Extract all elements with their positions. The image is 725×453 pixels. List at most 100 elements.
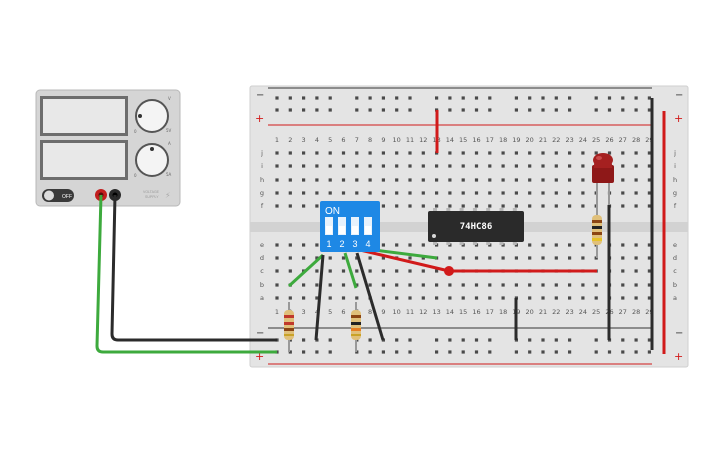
terminal-hole[interactable]	[528, 204, 532, 208]
terminal-hole[interactable]	[341, 151, 346, 155]
terminal-hole[interactable]	[528, 243, 532, 247]
terminal-hole[interactable]	[647, 164, 651, 168]
rail-hole[interactable]	[395, 96, 399, 100]
power-supply[interactable]: V 5V 0 A 5A 0 OFF VOLTAGE SUPPLY ⚡	[35, 89, 181, 207]
rail-hole[interactable]	[568, 338, 572, 342]
rail-hole[interactable]	[435, 96, 439, 100]
rail-hole[interactable]	[288, 96, 292, 100]
terminal-hole[interactable]	[647, 256, 651, 260]
rail-hole[interactable]	[461, 108, 465, 112]
terminal-hole[interactable]	[408, 191, 412, 195]
terminal-hole[interactable]	[634, 204, 638, 208]
terminal-hole[interactable]	[408, 204, 412, 208]
rail-hole[interactable]	[647, 338, 651, 342]
terminal-hole[interactable]	[341, 256, 346, 260]
terminal-hole[interactable]	[355, 296, 359, 300]
terminal-hole[interactable]	[448, 164, 452, 168]
rail-hole[interactable]	[275, 108, 279, 112]
rail-hole[interactable]	[647, 108, 651, 112]
terminal-hole[interactable]	[647, 178, 651, 182]
rail-hole[interactable]	[634, 108, 638, 112]
terminal-hole[interactable]	[474, 283, 479, 287]
terminal-hole[interactable]	[381, 164, 385, 168]
terminal-hole[interactable]	[541, 151, 545, 155]
terminal-hole[interactable]	[634, 256, 638, 260]
terminal-hole[interactable]	[395, 283, 399, 287]
terminal-hole[interactable]	[514, 191, 518, 195]
terminal-hole[interactable]	[355, 283, 359, 287]
terminal-hole[interactable]	[395, 178, 399, 182]
terminal-hole[interactable]	[474, 178, 479, 182]
terminal-hole[interactable]	[355, 269, 359, 273]
rail-hole[interactable]	[302, 350, 306, 354]
terminal-hole[interactable]	[621, 164, 625, 168]
terminal-hole[interactable]	[621, 296, 625, 300]
terminal-hole[interactable]	[581, 296, 585, 300]
terminal-hole[interactable]	[275, 256, 279, 260]
rail-hole[interactable]	[594, 96, 598, 100]
rail-hole[interactable]	[315, 96, 319, 100]
rail-hole[interactable]	[328, 108, 332, 112]
terminal-hole[interactable]	[528, 191, 532, 195]
wires[interactable]	[95, 98, 666, 354]
terminal-hole[interactable]	[581, 256, 585, 260]
resistor-3[interactable]	[592, 205, 602, 258]
rail-hole[interactable]	[381, 108, 385, 112]
terminal-hole[interactable]	[341, 178, 346, 182]
terminal-hole[interactable]	[634, 283, 638, 287]
terminal-hole[interactable]	[355, 151, 359, 155]
rail-hole[interactable]	[288, 108, 292, 112]
terminal-hole[interactable]	[621, 178, 625, 182]
terminal-hole[interactable]	[581, 243, 585, 247]
terminal-hole[interactable]	[634, 243, 638, 247]
terminal-hole[interactable]	[288, 296, 292, 300]
terminal-hole[interactable]	[275, 296, 279, 300]
terminal-hole[interactable]	[501, 283, 505, 287]
terminal-hole[interactable]	[488, 296, 492, 300]
rail-hole[interactable]	[568, 96, 572, 100]
terminal-hole[interactable]	[368, 256, 372, 260]
rail-hole[interactable]	[461, 96, 465, 100]
terminal-hole[interactable]	[554, 296, 558, 300]
terminal-hole[interactable]	[395, 164, 399, 168]
terminal-hole[interactable]	[501, 256, 505, 260]
rail-hole[interactable]	[395, 108, 399, 112]
terminal-hole[interactable]	[302, 256, 306, 260]
terminal-hole[interactable]	[621, 151, 625, 155]
terminal-hole[interactable]	[421, 191, 425, 195]
terminal-hole[interactable]	[541, 164, 545, 168]
rail-hole[interactable]	[368, 350, 372, 354]
terminal-hole[interactable]	[461, 204, 465, 208]
terminal-hole[interactable]	[541, 191, 545, 195]
terminal-hole[interactable]	[315, 151, 319, 155]
terminal-hole[interactable]	[408, 178, 412, 182]
terminal-hole[interactable]	[408, 243, 412, 247]
terminal-hole[interactable]	[607, 151, 612, 155]
rail-hole[interactable]	[448, 96, 452, 100]
rail-hole[interactable]	[621, 338, 625, 342]
terminal-hole[interactable]	[594, 296, 598, 300]
terminal-hole[interactable]	[275, 178, 279, 182]
terminal-hole[interactable]	[541, 178, 545, 182]
rail-hole[interactable]	[528, 338, 532, 342]
rail-hole[interactable]	[607, 96, 612, 100]
terminal-hole[interactable]	[528, 296, 532, 300]
terminal-hole[interactable]	[395, 243, 399, 247]
terminal-hole[interactable]	[554, 191, 558, 195]
terminal-hole[interactable]	[435, 269, 439, 273]
wire-green-switch3[interactable]	[343, 252, 358, 289]
terminal-hole[interactable]	[315, 283, 319, 287]
terminal-hole[interactable]	[408, 269, 412, 273]
rail-hole[interactable]	[528, 96, 532, 100]
terminal-hole[interactable]	[302, 283, 306, 287]
terminal-hole[interactable]	[435, 191, 439, 195]
terminal-hole[interactable]	[514, 204, 518, 208]
rail-hole[interactable]	[461, 338, 465, 342]
terminal-hole[interactable]	[368, 178, 372, 182]
rail-hole[interactable]	[381, 350, 385, 354]
terminal-hole[interactable]	[355, 256, 359, 260]
terminal-hole[interactable]	[395, 204, 399, 208]
terminal-hole[interactable]	[341, 283, 346, 287]
rail-hole[interactable]	[568, 350, 572, 354]
terminal-hole[interactable]	[647, 151, 651, 155]
